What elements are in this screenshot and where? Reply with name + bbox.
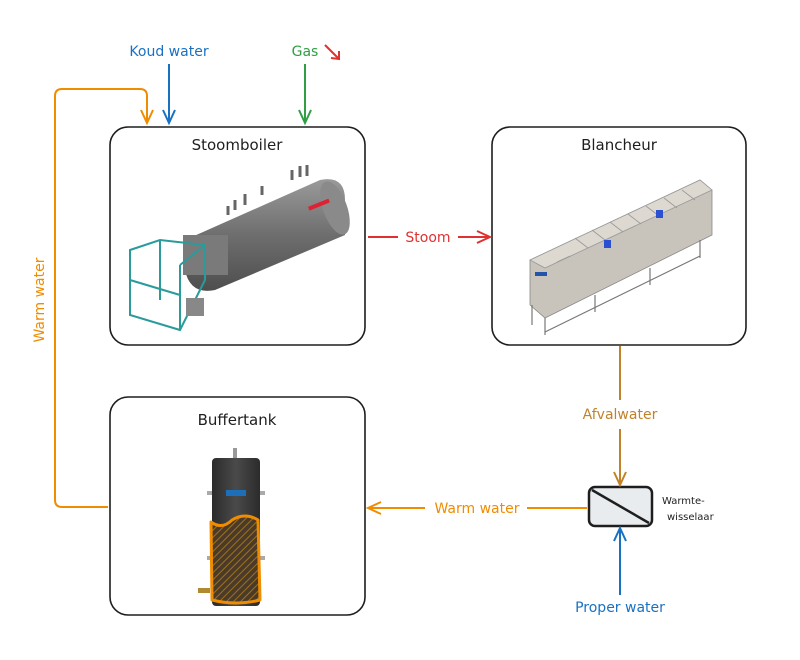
afvalwater-arrowhead	[613, 471, 627, 488]
stoom-label: Stoom	[405, 230, 450, 246]
buffertank-node: Buffertank	[109, 396, 366, 616]
flow-stoom: Stoom	[368, 230, 493, 246]
gas-indicator-arrow	[324, 44, 339, 59]
heat-exchanger-diagonal	[591, 488, 650, 525]
flow-warm-water-loop: Warm water	[30, 88, 154, 508]
warm-water-loop-arrowhead	[140, 109, 154, 126]
afvalwater-label: Afvalwater	[583, 407, 658, 423]
flow-proper-water: Proper water	[575, 525, 665, 616]
warm-water-loop-line	[54, 88, 148, 508]
blancheur-image	[529, 179, 713, 335]
buffertank-title: Buffertank	[198, 411, 277, 429]
gas-arrowhead	[298, 109, 312, 126]
warm-water-return-arrowhead	[365, 501, 382, 515]
blancheur-title: Blancheur	[581, 136, 658, 154]
gas-indicator-arrowhead	[330, 51, 340, 61]
flow-koud-water: Koud water	[129, 44, 209, 126]
warmtewisselaar-label-line1: Warmte-	[662, 496, 705, 507]
proper-water-label: Proper water	[575, 600, 665, 616]
flow-afvalwater: Afvalwater	[583, 346, 658, 488]
stoomboiler-image	[129, 165, 350, 332]
proper-water-arrowhead	[613, 525, 627, 542]
warmtewisselaar-label-line2: wisselaar	[667, 512, 715, 523]
gas-label: Gas	[292, 44, 319, 60]
buffertank-image	[198, 448, 265, 606]
stoomboiler-node: Stoomboiler	[109, 126, 366, 346]
flow-warm-water-return: Warm water	[365, 501, 587, 517]
warm-water-loop-label: Warm water	[32, 257, 48, 342]
blancheur-node: Blancheur	[491, 126, 747, 346]
koud-water-arrowhead	[162, 109, 176, 126]
stoomboiler-title: Stoomboiler	[192, 136, 284, 154]
flow-gas: Gas	[292, 44, 340, 126]
warm-water-return-label: Warm water	[434, 501, 519, 517]
warmtewisselaar-node: Warmte- wisselaar	[587, 485, 715, 528]
koud-water-label: Koud water	[129, 44, 208, 60]
stoom-arrowhead	[476, 230, 493, 244]
